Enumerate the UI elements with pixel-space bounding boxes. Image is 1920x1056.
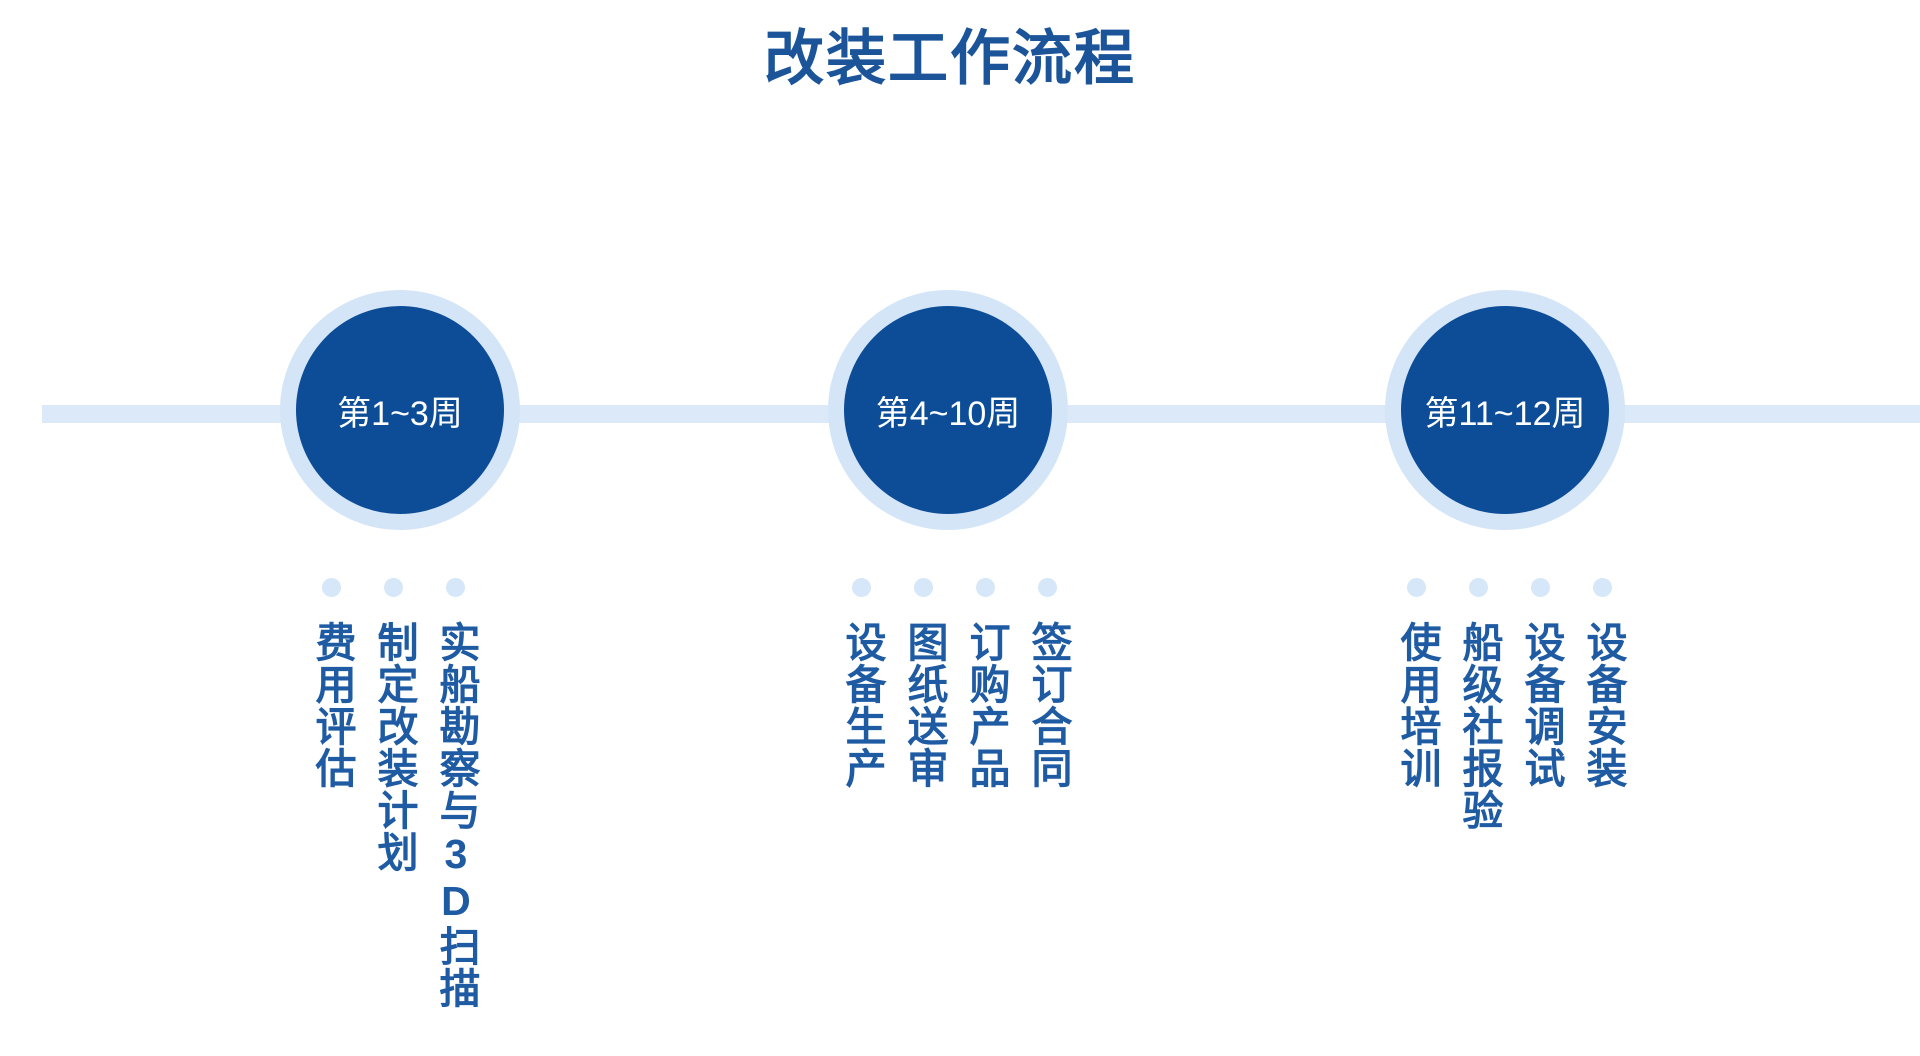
bullet-dot-icon <box>321 578 341 597</box>
bullet-dot-icon <box>445 578 465 597</box>
stage-period-label-1: 第1~3周 <box>337 394 463 433</box>
stage-node-core-1: 第1~3周 <box>296 306 504 514</box>
task-item[interactable]: 设备安装 <box>1571 578 1633 789</box>
stage-node-1[interactable]: 第1~3周 <box>280 290 520 530</box>
task-item[interactable]: 实船勘察与3D扫描 <box>424 578 486 1009</box>
task-item[interactable]: 图纸送审 <box>892 578 954 789</box>
bullet-dot-icon <box>1530 578 1550 597</box>
task-item[interactable]: 使用培训 <box>1385 578 1447 789</box>
stage-period-label-3: 第11~12周 <box>1424 394 1586 433</box>
task-label: 船级社报验 <box>1455 621 1502 831</box>
stage-task-list-1: 实船勘察与3D扫描 制定改装计划 费用评估 <box>300 578 486 1009</box>
task-item[interactable]: 船级社报验 <box>1447 578 1509 831</box>
task-item[interactable]: 签订合同 <box>1016 578 1078 789</box>
bullet-dot-icon <box>975 578 995 597</box>
task-item[interactable]: 设备生产 <box>830 578 892 789</box>
task-item[interactable]: 费用评估 <box>300 578 362 789</box>
stage-node-2[interactable]: 第4~10周 <box>828 290 1068 530</box>
task-item[interactable]: 订购产品 <box>954 578 1016 789</box>
task-item[interactable]: 设备调试 <box>1509 578 1571 789</box>
stage-period-label-2: 第4~10周 <box>875 394 1021 433</box>
task-label: 制定改装计划 <box>370 621 417 873</box>
task-label: 图纸送审 <box>900 621 947 789</box>
stage-task-list-2: 签订合同 订购产品 图纸送审 设备生产 <box>830 578 1078 789</box>
stage-node-3[interactable]: 第11~12周 <box>1385 290 1625 530</box>
task-label: 使用培训 <box>1393 621 1440 789</box>
bullet-dot-icon <box>1406 578 1426 597</box>
bullet-dot-icon <box>383 578 403 597</box>
task-item[interactable]: 制定改装计划 <box>362 578 424 873</box>
bullet-dot-icon <box>1592 578 1612 597</box>
bullet-dot-icon <box>1468 578 1488 597</box>
stage-task-list-3: 设备安装 设备调试 船级社报验 使用培训 <box>1385 578 1633 831</box>
task-label: 签订合同 <box>1024 621 1071 789</box>
task-label: 设备生产 <box>838 621 885 789</box>
task-label: 订购产品 <box>962 621 1009 789</box>
page-title: 改装工作流程 <box>764 25 1136 92</box>
bullet-dot-icon <box>851 578 871 597</box>
task-label: 设备安装 <box>1579 621 1626 789</box>
stage-node-core-2: 第4~10周 <box>844 306 1052 514</box>
stage-node-core-3: 第11~12周 <box>1401 306 1609 514</box>
task-label: 设备调试 <box>1517 621 1564 789</box>
bullet-dot-icon <box>1037 578 1057 597</box>
task-label: 实船勘察与3D扫描 <box>432 621 479 1009</box>
bullet-dot-icon <box>913 578 933 597</box>
task-label: 费用评估 <box>308 621 355 789</box>
